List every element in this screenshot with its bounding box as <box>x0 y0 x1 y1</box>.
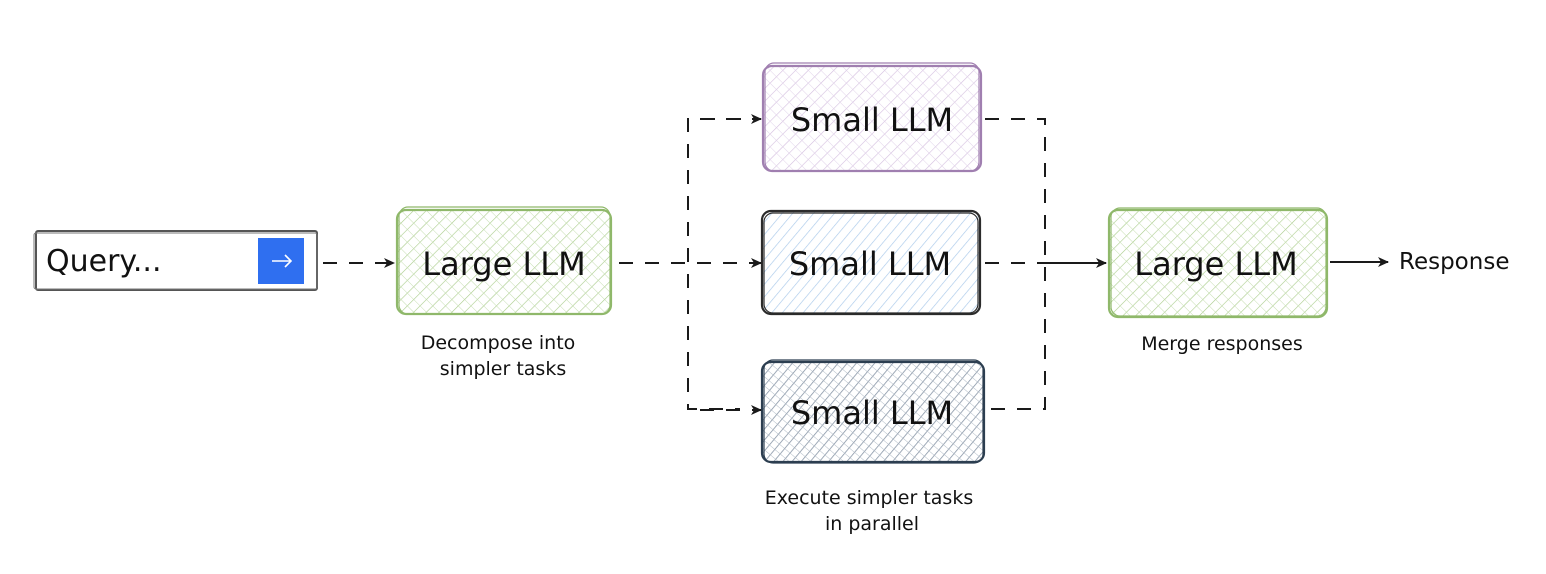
decompose-caption-line-1: Decompose into <box>421 332 576 354</box>
execute-caption-line-2: in parallel <box>825 513 919 535</box>
node-label: Large LLM <box>1134 245 1297 283</box>
merge-caption: Merge responses <box>1141 333 1303 355</box>
large-llm-merge-node: Large LLM <box>1107 207 1329 319</box>
small-llm-node-1: Small LLM <box>761 62 983 173</box>
fanin-vertical-connector <box>985 118 1046 410</box>
node-label: Small LLM <box>791 394 953 432</box>
query-placeholder: Query... <box>46 244 162 279</box>
submit-button[interactable] <box>258 238 304 284</box>
node-label: Large LLM <box>422 245 585 283</box>
execute-caption-line-1: Execute simpler tasks <box>765 487 973 509</box>
small-llm-node-3: Small LLM <box>760 359 986 464</box>
decompose-caption-line-2: simpler tasks <box>440 358 566 380</box>
small-llm-node-2: Small LLM <box>760 209 982 316</box>
connectors <box>323 114 1389 415</box>
node-label: Small LLM <box>789 245 951 283</box>
query-input[interactable]: Query... <box>33 230 318 291</box>
arrow-right-icon <box>272 254 293 268</box>
response-label: Response <box>1399 249 1509 275</box>
node-label: Small LLM <box>791 101 953 139</box>
large-llm-decompose-node: Large LLM <box>395 206 613 316</box>
